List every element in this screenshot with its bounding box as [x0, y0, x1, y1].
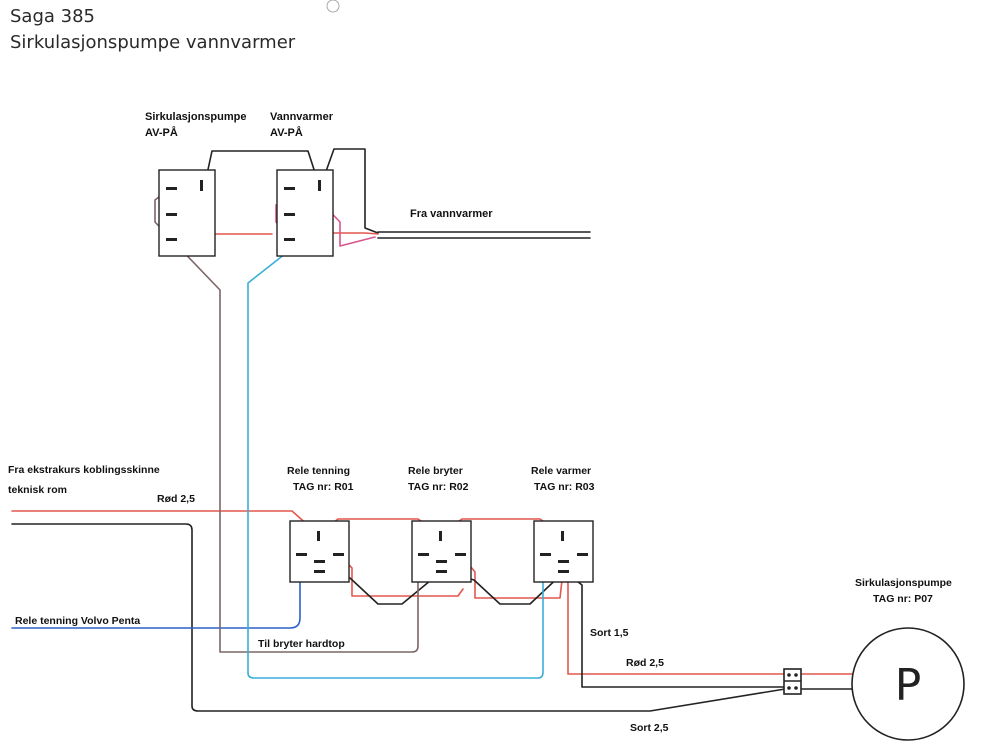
pump-p07: P [851, 627, 965, 741]
pump-circle [851, 627, 965, 741]
switch-heater [276, 169, 334, 257]
wire-brown-hardtop [171, 239, 419, 653]
wire-red-pump [561, 570, 786, 675]
relay-r01-tag: TAG nr: R01 [293, 481, 354, 493]
hardtop-label: Til bryter hardtop [258, 638, 345, 650]
relay-r02 [411, 520, 472, 583]
from-heater-label: Fra vannvarmer [410, 208, 493, 220]
relay-r02-label: Rele bryter [408, 465, 463, 477]
diagram-subtitle: Sirkulasjonspumpe vannvarmer [10, 32, 296, 53]
relay-r01-label: Rele tenning [287, 465, 350, 477]
wire-black-switch-right [319, 148, 379, 234]
relay-r03 [533, 520, 594, 583]
black-25-label: Sort 2,5 [630, 722, 669, 734]
volvo-label: Rele tenning Volvo Penta [15, 615, 140, 627]
switch-pump [158, 169, 216, 257]
relay-r03-tag: TAG nr: R03 [534, 481, 595, 493]
wire-black-main [11, 523, 786, 712]
switch-pump-state: AV-PÅ [145, 126, 178, 139]
relay-r01 [289, 520, 350, 583]
source-label: Fra ekstrakurs koblingsskinne [8, 464, 160, 476]
pump-tag: TAG nr: P07 [873, 593, 933, 605]
wire-red-main [11, 510, 319, 535]
pump-label: Sirkulasjonspumpe [855, 577, 952, 589]
pump-symbol: P [895, 660, 922, 711]
punch-hole-mark [326, 0, 340, 13]
relay-r02-tag: TAG nr: R02 [408, 481, 469, 493]
red-25-label: Rød 2,5 [626, 657, 664, 669]
black-15-label: Sort 1,5 [590, 627, 629, 639]
terminal-block [783, 668, 802, 695]
red-main-label: Rød 2,5 [157, 493, 195, 505]
switch-pump-label: Sirkulasjonspumpe [145, 111, 246, 123]
switch-heater-state: AV-PÅ [270, 126, 303, 139]
wire-cyan-heater [247, 239, 544, 679]
diagram-title: Saga 385 [10, 6, 95, 27]
source-label-2: teknisk rom [8, 484, 67, 496]
switch-heater-label: Vannvarmer [270, 111, 334, 123]
relay-r03-label: Rele varmer [531, 465, 591, 477]
wire-blue-volvo [11, 555, 301, 629]
